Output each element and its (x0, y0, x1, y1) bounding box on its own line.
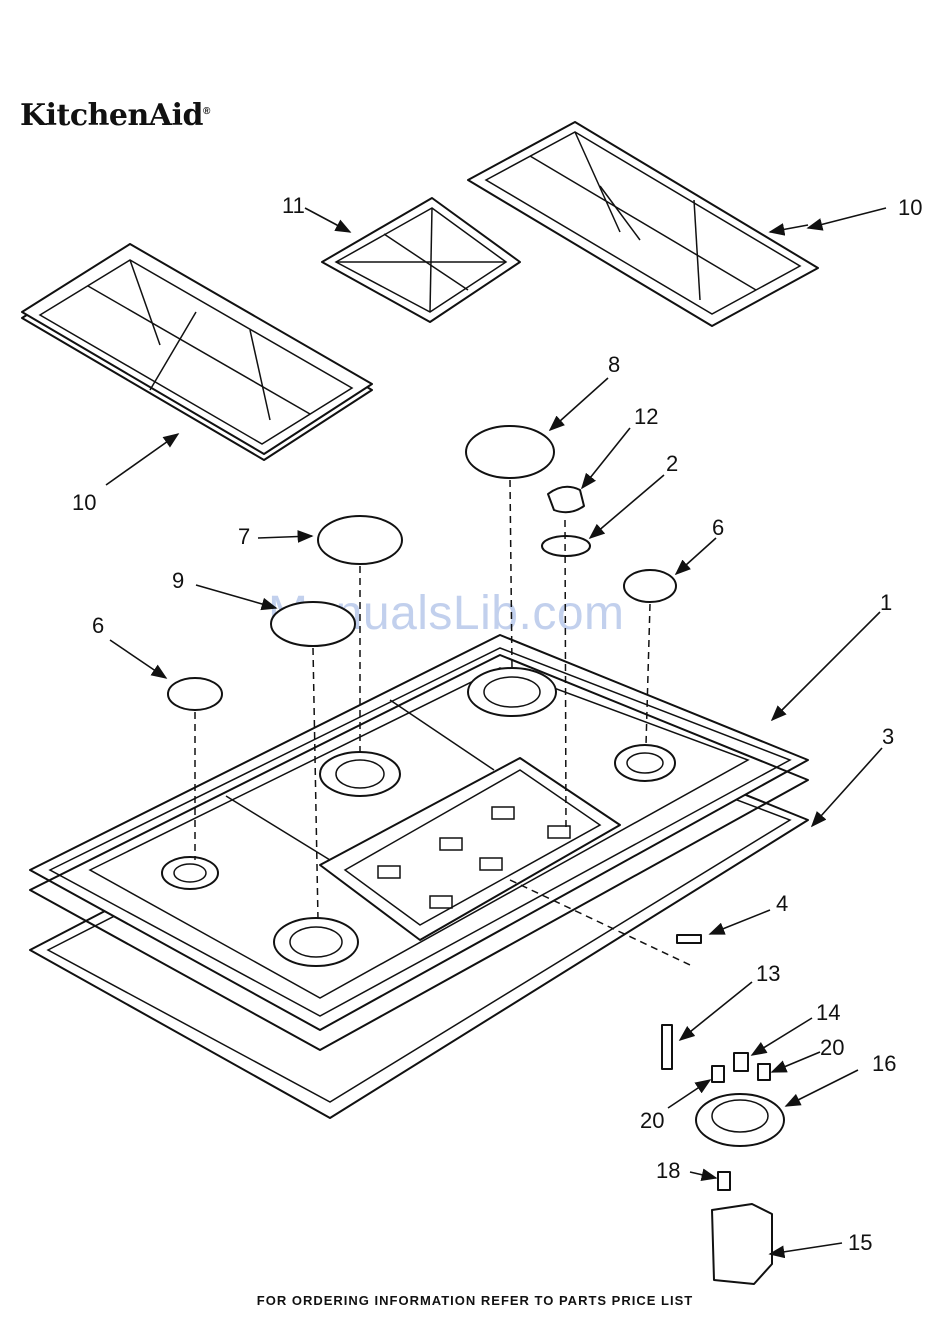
callout-4: 4 (776, 891, 788, 916)
callout-3: 3 (882, 724, 894, 749)
burner-components (662, 1025, 784, 1284)
callout-20-right: 20 (820, 1035, 844, 1060)
grate-center-small (322, 198, 520, 322)
callout-14: 14 (816, 1000, 840, 1025)
callout-11: 11 (282, 193, 305, 218)
callout-7: 7 (238, 524, 250, 549)
grate-left (22, 244, 372, 460)
callout-6-right: 6 (712, 515, 724, 540)
callout-9: 9 (172, 568, 184, 593)
grate-right (468, 122, 818, 326)
callout-10-right: 10 (898, 195, 922, 220)
callout-16: 16 (872, 1051, 896, 1076)
callout-10-left: 10 (72, 490, 96, 515)
callout-18: 18 (656, 1158, 680, 1183)
footer-note: FOR ORDERING INFORMATION REFER TO PARTS … (0, 1293, 950, 1308)
callout-2: 2 (666, 451, 678, 476)
callout-20-left: 20 (640, 1108, 664, 1133)
callout-6-left: 6 (92, 613, 104, 638)
callout-13: 13 (756, 961, 780, 986)
callout-1: 1 (880, 590, 892, 615)
callout-15: 15 (848, 1230, 872, 1255)
callout-8: 8 (608, 352, 620, 377)
callout-12: 12 (634, 404, 658, 429)
